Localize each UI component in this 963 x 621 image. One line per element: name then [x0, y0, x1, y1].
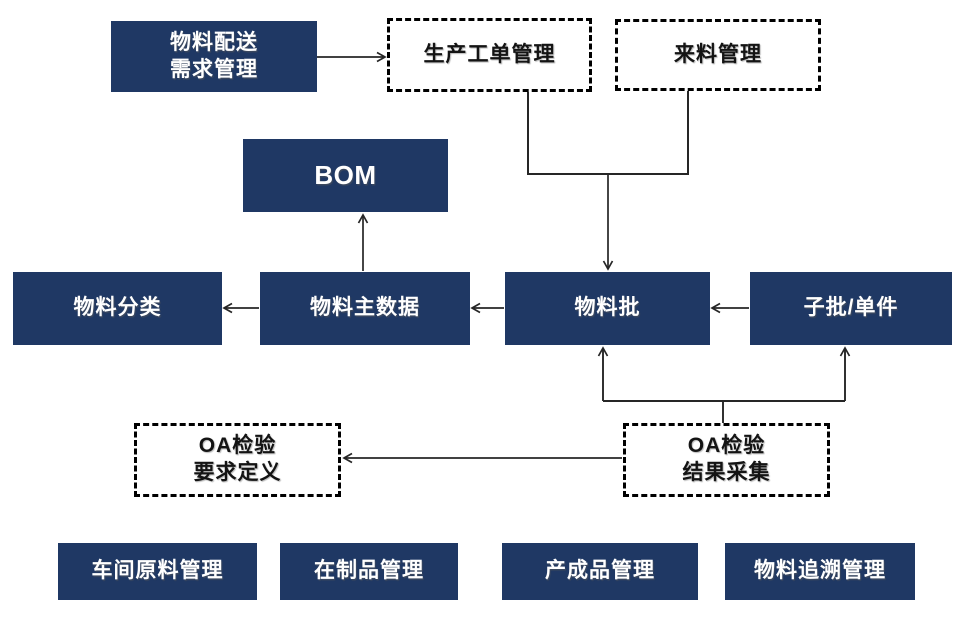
node-label: 需求管理 — [170, 57, 258, 81]
node-material-batch: 物料批 — [505, 272, 710, 345]
edge-production-and-incoming-merge — [527, 91, 689, 175]
node-label: 生产工单管理 — [423, 42, 556, 66]
node-workshop-raw-material-mgmt: 车间原料管理 — [58, 543, 257, 600]
node-label: 物料主数据 — [310, 296, 420, 320]
node-label: 物料批 — [574, 296, 641, 320]
node-label: 子批/单件 — [803, 296, 899, 320]
node-material-traceability-mgmt: 物料追溯管理 — [725, 543, 915, 600]
node-sub-batch-unit: 子批/单件 — [750, 272, 952, 345]
node-oa-inspection-result-collection: OA检验 结果采集 — [623, 423, 830, 497]
node-label: 产成品管理 — [545, 559, 655, 583]
node-label: 要求定义 — [193, 461, 282, 484]
node-finished-goods-mgmt: 产成品管理 — [502, 543, 698, 600]
node-label: 在制品管理 — [314, 559, 424, 583]
node-oa-inspection-requirement-definition: OA检验 要求定义 — [134, 423, 341, 497]
node-label: OA检验 — [198, 434, 277, 458]
node-label: 结果采集 — [682, 461, 771, 484]
node-bom: BOM — [243, 139, 448, 212]
node-label: 车间原料管理 — [91, 559, 224, 583]
node-incoming-material: 来料管理 — [615, 19, 821, 91]
node-production-work-order: 生产工单管理 — [387, 18, 592, 92]
node-label: OA检验 — [687, 434, 766, 458]
node-label: 来料管理 — [674, 42, 762, 66]
node-label: 物料配送 — [170, 30, 258, 54]
node-label: BOM — [314, 159, 377, 190]
node-wip-mgmt: 在制品管理 — [280, 543, 458, 600]
node-material-master-data: 物料主数据 — [260, 272, 470, 345]
node-label: 物料追溯管理 — [754, 559, 886, 583]
edge-result-collection-branch — [603, 400, 845, 424]
node-material-distribution-demand: 物料配送 需求管理 — [111, 21, 317, 92]
node-material-classification: 物料分类 — [13, 272, 222, 345]
node-label: 物料分类 — [73, 296, 162, 320]
